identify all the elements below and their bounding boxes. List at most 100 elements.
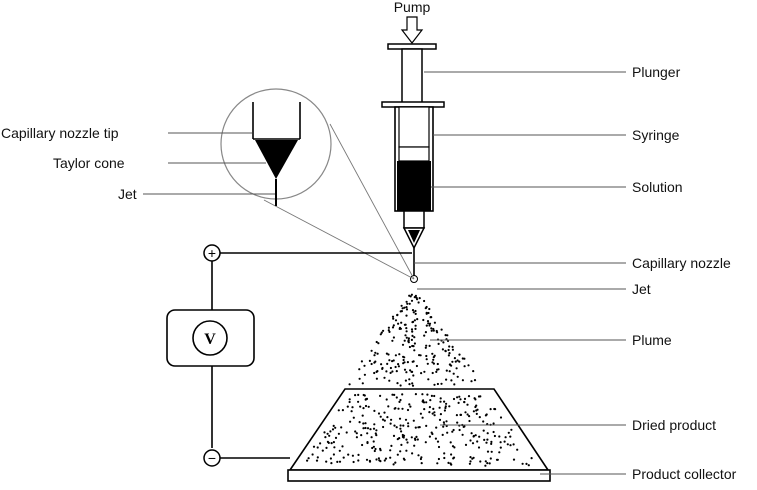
dried-particle [470,432,473,435]
plume-particle [451,360,454,363]
plume-particle [389,371,392,374]
dried-particle [430,394,433,397]
dried-particle [435,426,438,429]
plume-particle [450,364,453,367]
plume-particle [413,342,416,345]
dried-particle [525,462,528,465]
plume-particle [397,322,400,325]
dried-particle [379,394,382,397]
dried-particle [455,414,458,417]
dried-particle [443,452,446,455]
syringe-nozzle [402,210,426,283]
dried-particle [464,411,467,414]
dried-particle [423,408,426,411]
plume-particle [413,319,416,322]
dried-particle [448,405,451,408]
dried-particle [442,421,445,424]
dried-particle [432,407,435,410]
plume-particle [399,384,402,387]
plume-particle [445,369,448,372]
plume-particle [388,379,391,382]
dried-particle [478,435,481,438]
dried-particle [355,432,358,435]
dried-particle [349,420,352,423]
dried-particle [472,456,475,459]
plume-particle [373,354,376,357]
plume-particle [401,307,404,310]
dried-particle [457,401,460,404]
dried-particle [469,439,472,442]
dried-particle [400,443,403,446]
plume-particle [391,360,394,363]
dried-particle [361,443,364,447]
voltmeter-symbol: V [204,331,216,348]
dried-particle [341,409,344,412]
dried-particle [463,400,466,404]
dried-particle [334,436,338,439]
plume-particle [400,310,403,313]
plume-particle [423,299,426,303]
plume-particle [408,383,411,386]
plume-particle [363,373,366,376]
dried-particle [361,414,364,417]
plume-particle [404,334,407,337]
plume-particle [411,330,414,333]
dried-particle [330,462,333,465]
plume-particle [375,340,378,344]
product-collector [287,388,551,482]
plume-particle [411,334,414,337]
plume-particle [427,378,430,381]
dried-particle [486,432,489,435]
dried-particle [329,457,332,460]
dried-particle [362,407,365,410]
plume-particle [451,348,454,351]
dried-particle [328,434,331,437]
dried-particle [484,464,487,467]
dried-particle [405,449,408,452]
plume-particle [441,348,444,351]
dried-particle [475,404,478,407]
plume-particle [463,365,466,368]
plume-particle [411,370,414,373]
plume-particle [368,359,371,362]
dried-particle [402,434,406,437]
dried-particle [384,457,388,460]
dried-particle [333,446,336,449]
dried-particle [469,456,472,459]
dried-particle [421,393,424,396]
dried-particle [428,435,431,438]
dried-particle [494,408,497,411]
plume-particle [392,317,395,320]
dried-particle [381,418,385,421]
dried-particle [394,461,397,464]
plume-particle [403,339,406,342]
dried-particle [424,441,427,444]
plume-particle [436,331,439,334]
plume-particle [389,366,392,370]
plume-particle [423,334,426,337]
dried-particle [407,425,410,428]
plume-particle [410,328,414,331]
plume-particle [430,329,433,332]
plume-particle [431,371,434,375]
dried-particle [419,412,422,415]
plume-particle [413,336,416,339]
dried-particle [342,456,345,459]
plume-particle [348,383,351,386]
plume-particle [436,362,439,366]
plume-particle [405,308,409,311]
dried-particle [434,437,437,440]
dried-particle [402,457,405,460]
plume-particle [387,326,390,329]
dried-particle [377,457,380,460]
plume-particle [360,360,363,363]
dried-particle [478,416,481,419]
dried-particle [428,411,431,414]
solution-label: Solution [632,179,683,195]
dried-particle [458,428,461,432]
dried-particle [482,429,485,432]
dried-particle [463,425,466,428]
dried-particle [425,424,428,427]
plume-particle [413,349,416,352]
